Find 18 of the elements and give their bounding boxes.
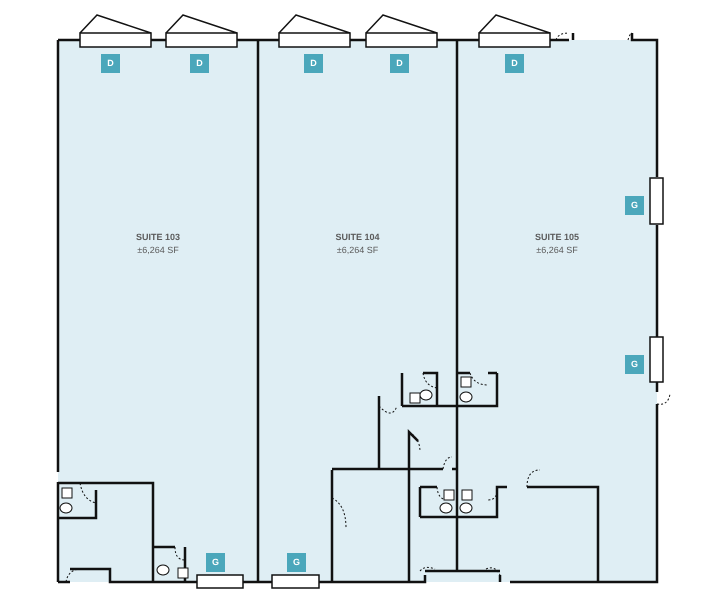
suite-area — [258, 40, 457, 582]
door-marker-label: D — [505, 54, 524, 73]
suite-area — [58, 40, 258, 582]
door-marker-label: D — [190, 54, 209, 73]
suite-name: SUITE 105 — [534, 231, 580, 244]
door-marker-label: G — [287, 553, 306, 572]
door-marker-label: G — [625, 355, 644, 374]
door-marker-label: D — [101, 54, 120, 73]
door-marker-label: D — [304, 54, 323, 73]
suite-area — [457, 40, 657, 582]
suite-name: SUITE 104 — [334, 231, 381, 244]
door-marker-label: G — [206, 553, 225, 572]
area-text: ±6,264 SF — [336, 244, 380, 257]
door-marker-label: G — [625, 196, 644, 215]
area-text: ±6,264 SF — [136, 244, 180, 257]
area-text: ±6,264 SF — [535, 244, 579, 257]
suite-name: SUITE 103 — [134, 231, 182, 244]
door-marker-label: D — [390, 54, 409, 73]
